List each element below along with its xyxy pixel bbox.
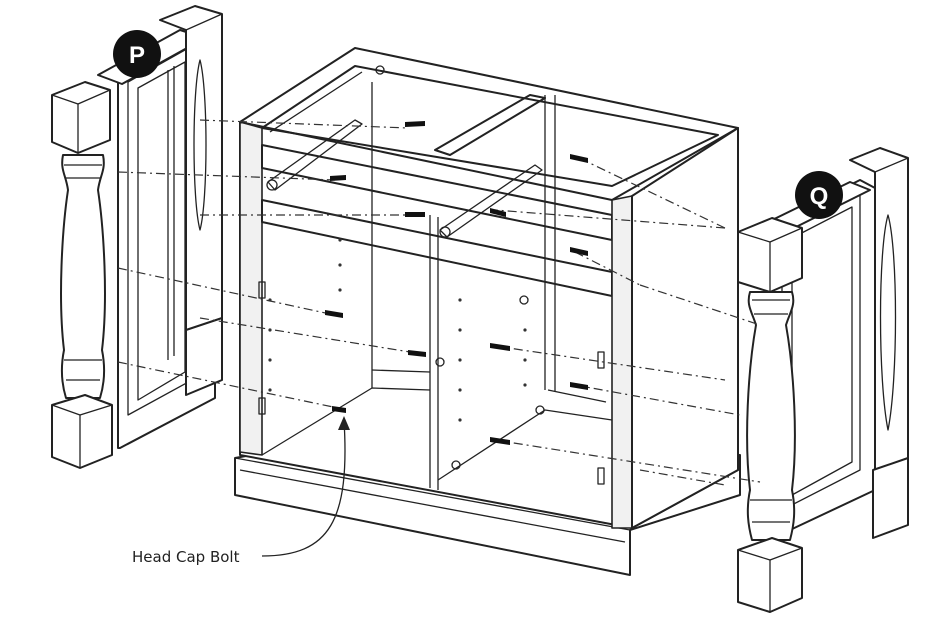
head-cap-bolt (405, 121, 425, 127)
head-cap-bolt (325, 310, 343, 318)
callout-badge-q (795, 171, 843, 219)
bolts (325, 121, 588, 445)
leg-assembly-q: Q (737, 147, 909, 613)
callout-arrowhead (338, 416, 350, 430)
callout-leader-line (261, 419, 346, 557)
callout-letter-p: P (129, 42, 145, 69)
head-cap-bolt (490, 343, 510, 351)
head-cap-bolt (570, 382, 588, 390)
head-cap-bolt (408, 350, 426, 357)
head-cap-bolt (570, 154, 588, 163)
head-cap-bolt (490, 437, 510, 445)
bolt-callout: Head Cap Bolt (132, 416, 350, 566)
head-cap-bolt (330, 175, 346, 181)
head-cap-bolt (405, 212, 425, 217)
leg-assembly-p: P (51, 5, 223, 469)
callout-letter-q: Q (810, 183, 829, 210)
head-cap-bolt-label: Head Cap Bolt (132, 548, 240, 566)
head-cap-bolt (490, 208, 506, 217)
head-cap-bolt (332, 406, 346, 413)
cabinet (234, 47, 741, 576)
alignment-lines (117, 119, 761, 486)
head-cap-bolt (570, 247, 588, 256)
callout-badge-p (113, 30, 161, 78)
